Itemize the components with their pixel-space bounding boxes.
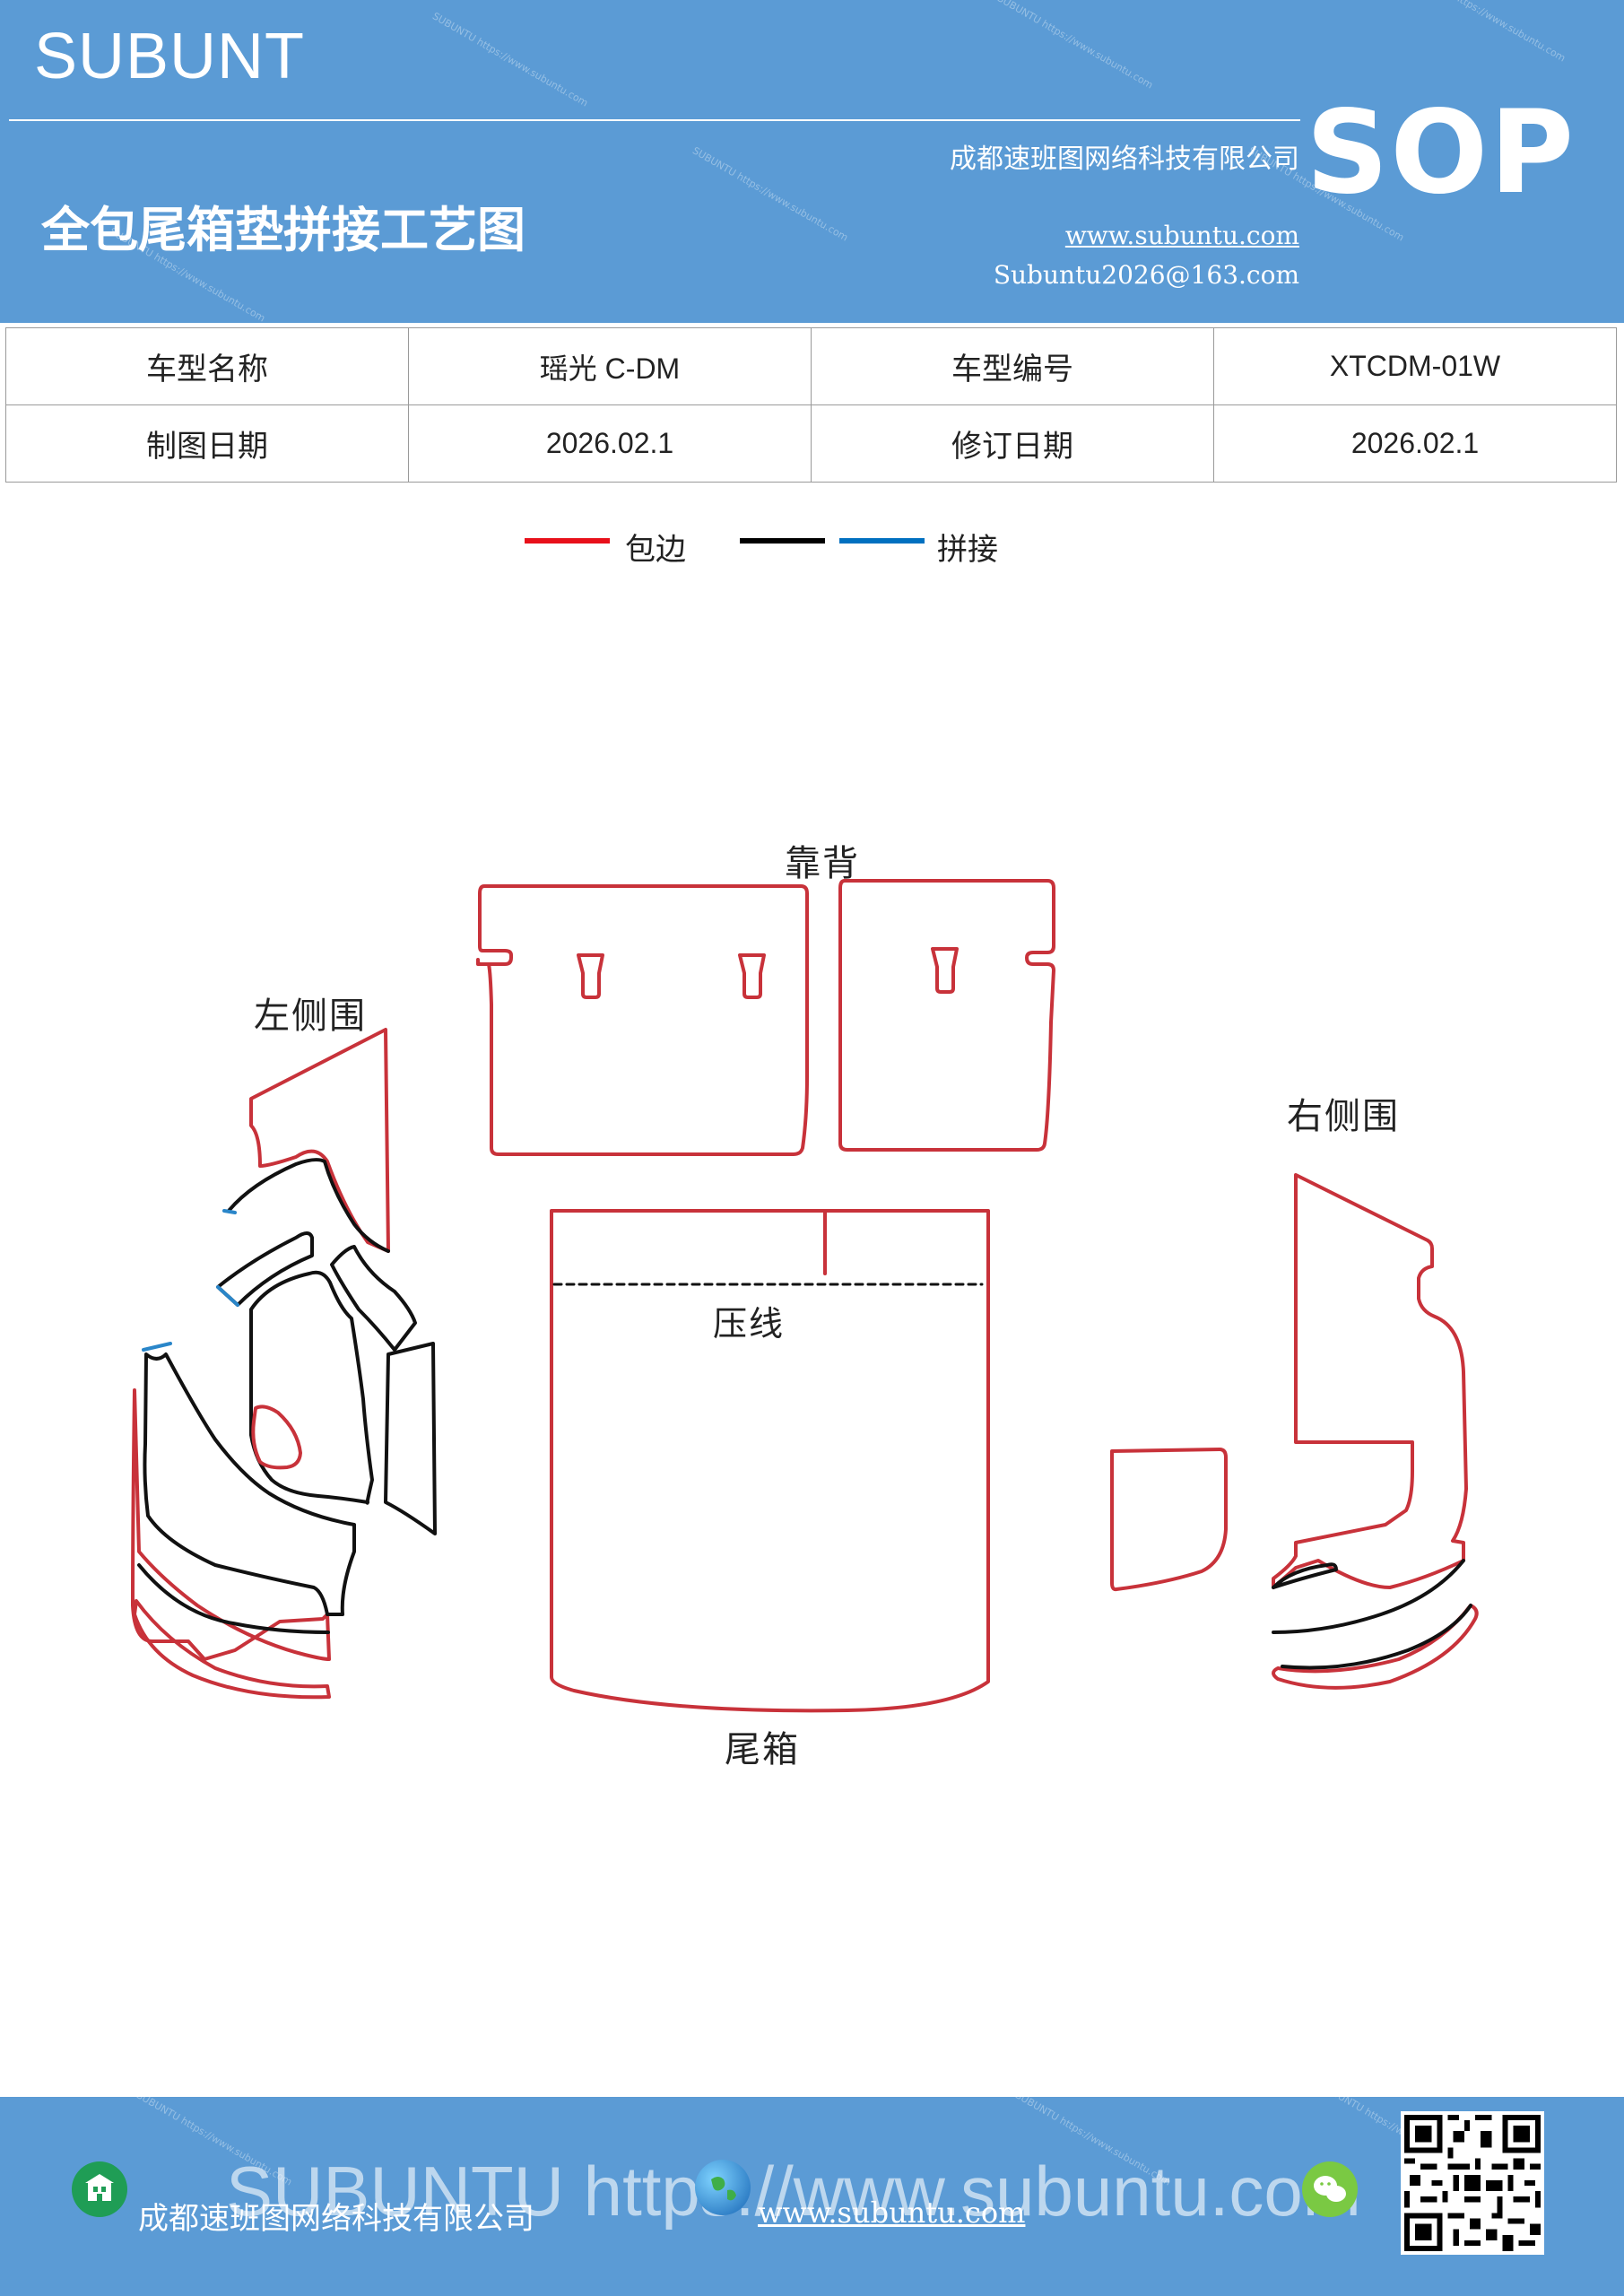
website-link[interactable]: www.subuntu.com [1064, 221, 1299, 250]
building-icon [72, 2161, 127, 2217]
label-backrest: 靠背 [785, 843, 860, 884]
left-side-seam [249, 1270, 374, 1505]
left-side-seam [227, 1158, 390, 1253]
right-side-seam [1272, 1559, 1465, 1634]
watermark: SUBUNTU https://www.subuntu.com [690, 144, 850, 244]
table-cell-label: 车型名称 [5, 327, 409, 405]
left-side-seam [330, 1245, 417, 1352]
table-cell-label: 车型编号 [811, 327, 1214, 405]
vehicle-info-table: 车型名称 瑶光 C-DM 车型编号 XTCDM-01W 制图日期 2026.02… [5, 327, 1617, 483]
footer-website-link[interactable]: www.subuntu.com [758, 2196, 1026, 2230]
watermark: SUBUNTU https://www.subuntu.com [995, 0, 1155, 91]
header-divider [9, 119, 1300, 121]
backrest-slot [931, 947, 959, 994]
pattern-svg [131, 879, 1479, 1713]
footer-banner: SUBUNTU https://www.subuntu.com SUBUNTU … [0, 2097, 1624, 2296]
header-banner: SUBUNTU https://www.subuntu.com SUBUNTU … [0, 0, 1624, 323]
wechat-icon [1302, 2161, 1358, 2217]
left-side-seam [216, 1231, 314, 1307]
brand-name: SUBUNT [34, 21, 306, 92]
backrest-right-piece [838, 879, 1055, 1152]
right-side-seam [1272, 1562, 1338, 1589]
left-side-seam [137, 1563, 330, 1634]
trunk-floor-piece [550, 1209, 990, 1713]
label-press-line: 压线 [713, 1304, 786, 1344]
splice-seam [216, 1285, 239, 1307]
table-cell-label: 修订日期 [811, 404, 1214, 483]
backrest-slot [738, 953, 766, 999]
backrest-left-piece [476, 884, 809, 1156]
table-row: 车型名称 瑶光 C-DM 车型编号 XTCDM-01W [5, 327, 1617, 405]
footer-watermark: SUBUNTU https://www.subuntu.com [226, 2152, 1361, 2231]
table-cell-value: 2026.02.1 [408, 404, 812, 483]
left-side-top-piece [249, 1028, 390, 1253]
splice-seam [222, 1209, 237, 1214]
legend-swatch-splice [839, 538, 925, 544]
legend-swatch-seam [740, 538, 825, 544]
splice-seam [142, 1342, 172, 1352]
email-address: Subuntu2026@163.com [993, 260, 1299, 290]
pattern-drawing: 靠背 左侧围 右侧围 压线 尾箱 [0, 807, 1624, 1794]
page-title: 全包尾箱垫拼接工艺图 [41, 202, 525, 258]
line-legend: 包边 拼接 [0, 525, 1624, 570]
right-small-piece [1110, 1448, 1228, 1592]
watermark: SUBUNTU https://www.subuntu.com [1408, 0, 1568, 65]
table-cell-label: 制图日期 [5, 404, 409, 483]
legend-label-splice: 拼接 [937, 532, 998, 568]
table-cell-value: XTCDM-01W [1213, 327, 1617, 405]
right-side-top-piece [1272, 1173, 1468, 1589]
watermark: SUBUNTU https://www.subuntu.com [430, 10, 590, 109]
company-name: 成都速班图网络科技有限公司 [950, 144, 1299, 175]
backrest-slot [577, 953, 604, 999]
left-side-strip [133, 1599, 331, 1700]
table-cell-value: 2026.02.1 [1213, 404, 1617, 483]
label-trunk: 尾箱 [725, 1729, 800, 1770]
left-side-seam [384, 1342, 437, 1535]
globe-icon [695, 2160, 751, 2215]
right-side-strip [1272, 1604, 1479, 1690]
left-side-seam [143, 1352, 356, 1616]
sop-badge: SOP [1306, 86, 1576, 220]
left-side-bottom-piece [131, 1388, 331, 1661]
label-right-side: 右侧围 [1287, 1096, 1400, 1137]
legend-label-edging: 包边 [625, 532, 686, 568]
legend-swatch-edging [525, 538, 610, 544]
footer-company-name: 成都速班图网络科技有限公司 [138, 2201, 534, 2237]
left-side-inner-ring [251, 1405, 302, 1470]
qr-code [1401, 2111, 1544, 2255]
table-cell-value: 瑶光 C-DM [408, 327, 812, 405]
label-left-side: 左侧围 [254, 996, 367, 1037]
table-row: 制图日期 2026.02.1 修订日期 2026.02.1 [5, 404, 1617, 483]
right-side-seam [1281, 1604, 1472, 1670]
